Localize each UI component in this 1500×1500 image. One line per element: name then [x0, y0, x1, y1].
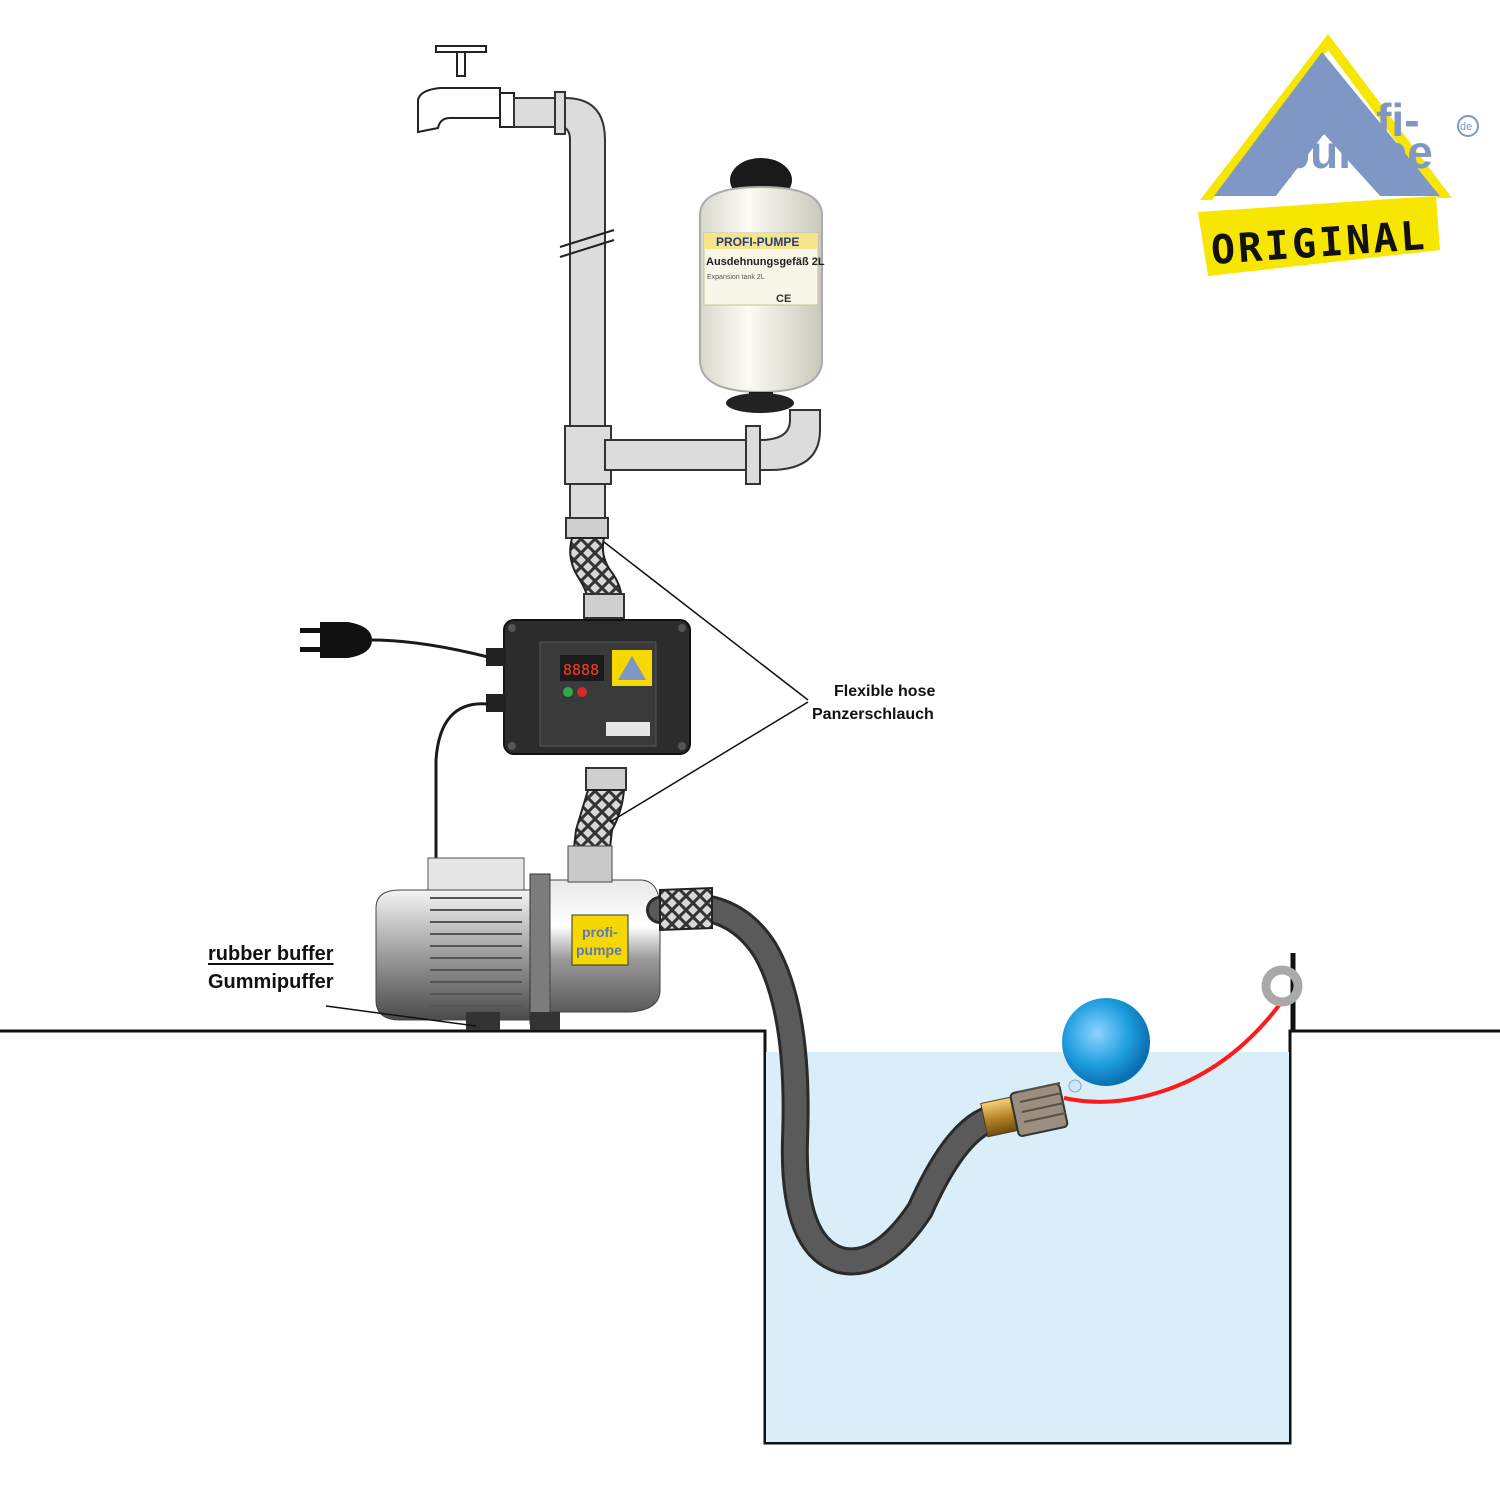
water-tap	[417, 45, 515, 134]
float-ball	[1062, 998, 1150, 1093]
vessel-title: Ausdehnungsgefäß 2L	[706, 256, 825, 268]
float-rope	[1063, 1002, 1282, 1104]
leader-lines	[325, 541, 809, 1027]
vessel-ce-mark: CE	[776, 293, 791, 305]
flexible-hose-lower	[572, 767, 627, 849]
logo-line2: pumpe	[1282, 126, 1433, 178]
power-cable	[371, 638, 489, 867]
suction-hose	[646, 886, 1014, 1276]
pipe-break-mark	[559, 229, 615, 258]
surface-pump	[375, 845, 661, 1030]
wall-eyelet	[1261, 965, 1303, 1007]
vessel-subtitle: Expansion tank 2L	[707, 274, 765, 281]
suction-strainer	[980, 1082, 1069, 1138]
vessel-brand: PROFI-PUMPE	[716, 235, 799, 249]
label-rubber-buffer-de: Gummipuffer	[208, 971, 334, 993]
logo-domain-circle	[1457, 115, 1479, 137]
label-rubber-buffer-en: rubber buffer	[208, 943, 334, 965]
power-plug	[300, 622, 372, 658]
label-flexible-hose-en: Flexible hose	[834, 683, 936, 700]
flexible-hose-upper	[569, 537, 625, 619]
controller-display: 8888	[563, 661, 599, 679]
logo-domain-suffix: de	[1460, 121, 1472, 133]
expansion-vessel	[699, 158, 823, 413]
logo-line1: profi-	[1302, 94, 1420, 146]
water-pipe	[513, 91, 821, 539]
pressure-controller	[486, 619, 691, 755]
profi-pumpe-logo	[1198, 34, 1452, 276]
ground-outline	[0, 1029, 1500, 1445]
label-flexible-hose-de: Panzerschlauch	[812, 706, 934, 723]
pump-label-line1: profi-	[582, 924, 618, 940]
pump-label-line2: pumpe	[576, 942, 622, 958]
